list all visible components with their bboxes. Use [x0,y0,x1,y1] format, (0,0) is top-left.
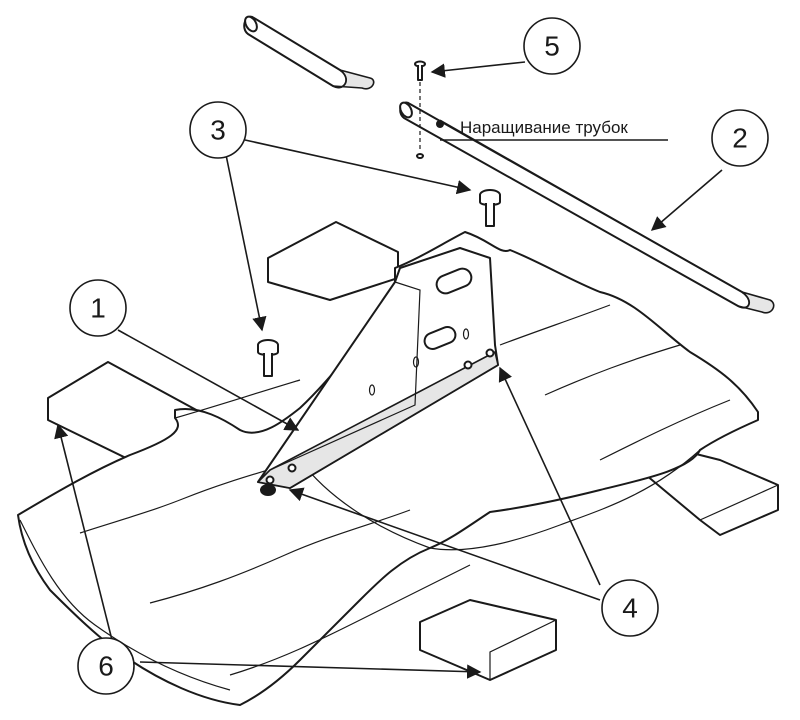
callout-1-label: 1 [90,293,106,324]
batten-front [47,361,557,681]
extension-note: Наращивание трубок [440,118,668,141]
roof-sheet [17,231,759,706]
callout-2-label: 2 [732,123,748,154]
callout-3-label: 3 [210,115,226,146]
leaders [54,61,723,679]
bolt-right [479,189,501,227]
callout-3: 3 [189,101,247,159]
tube-main [399,101,775,314]
tube-upper [243,15,375,90]
callout-4: 4 [601,579,659,637]
callout-5-label: 5 [544,31,560,62]
bracket [257,247,499,496]
pin [414,60,444,159]
callout-6: 6 [77,637,135,695]
bolt-left [257,339,279,377]
callout-1: 1 [69,279,127,337]
callout-5: 5 [523,17,581,75]
callout-2: 2 [711,109,769,167]
note-text: Наращивание трубок [460,118,628,137]
callout-6-label: 6 [98,651,114,682]
callout-4-label: 4 [622,593,638,624]
